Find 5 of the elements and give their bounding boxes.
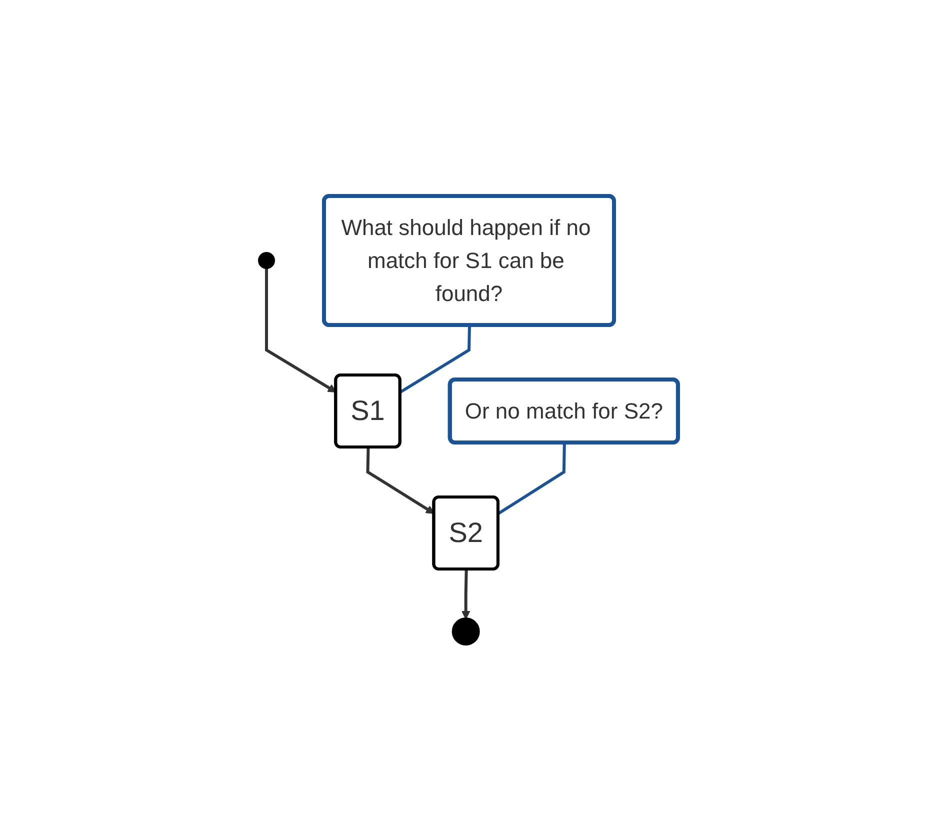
connector xyxy=(400,324,472,393)
arrow xyxy=(461,568,470,619)
node-circle xyxy=(258,252,276,268)
connector xyxy=(498,442,566,514)
node-circle xyxy=(452,617,480,645)
